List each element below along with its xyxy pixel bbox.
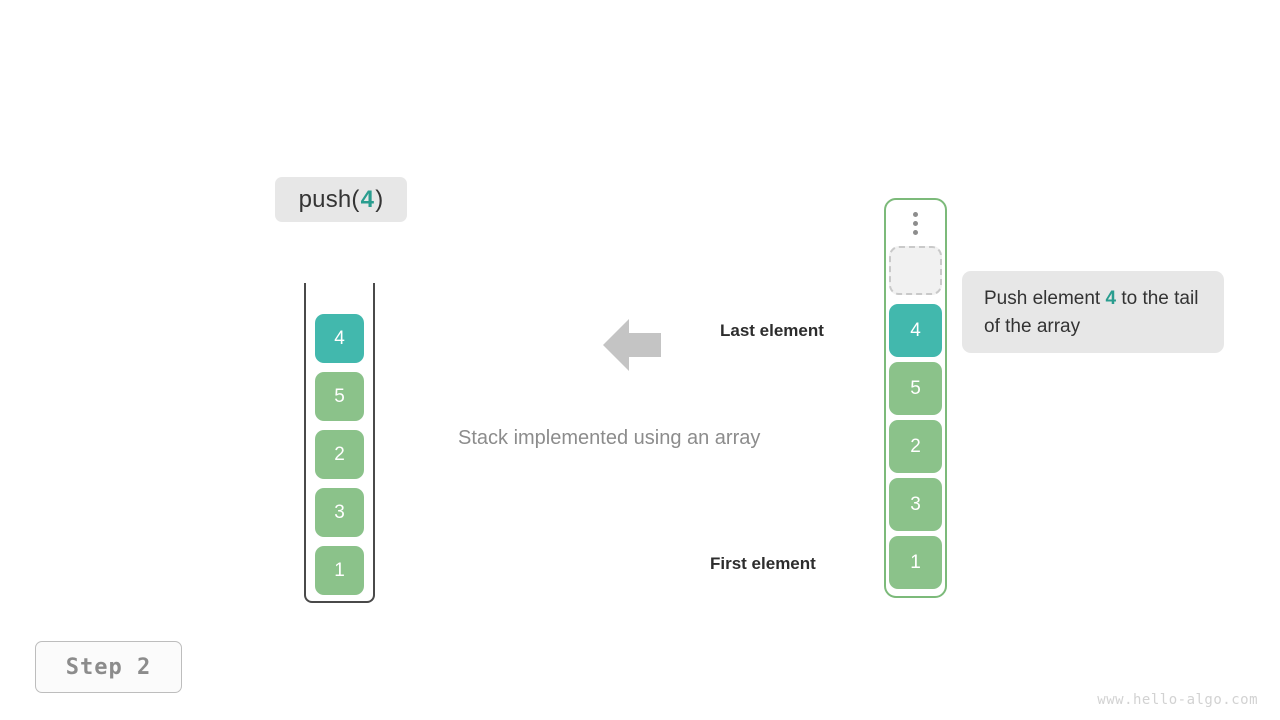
step-badge: Step 2 (35, 641, 182, 693)
stack-container: 4 5 2 3 1 (304, 283, 375, 603)
tooltip-accent-value: 4 (1105, 288, 1117, 309)
tooltip-text-before: Push element (984, 288, 1106, 309)
stack-cell: 2 (315, 430, 364, 479)
ellipsis-dot (913, 212, 918, 217)
ellipsis-dot (913, 230, 918, 235)
arrow-left-icon (603, 317, 661, 373)
annotation-tooltip: Push element 4 to the tail of the array (962, 271, 1224, 353)
array-cell: 3 (889, 478, 942, 531)
array-empty-slot (889, 246, 942, 295)
operation-label-value: 4 (360, 185, 375, 213)
center-caption: Stack implemented using an array (458, 427, 761, 449)
stack-cell: 1 (315, 546, 364, 595)
array-cell: 5 (889, 362, 942, 415)
stack-cell: 3 (315, 488, 364, 537)
tooltip-text-after: to the tail of the array (984, 288, 1199, 337)
operation-label: push(4) (275, 177, 407, 222)
array-cell: 2 (889, 420, 942, 473)
last-element-label: Last element (720, 321, 824, 340)
stack-cell: 5 (315, 372, 364, 421)
vertical-ellipsis-icon (913, 212, 918, 235)
operation-label-prefix: push( (298, 185, 360, 213)
watermark: www.hello-algo.com (1097, 692, 1258, 708)
first-element-label: First element (710, 554, 816, 573)
stack-cell: 4 (315, 314, 364, 363)
array-cell: 1 (889, 536, 942, 589)
array-container: 4 5 2 3 1 (884, 198, 947, 598)
stack-cells: 4 5 2 3 1 (306, 283, 373, 601)
array-cell: 4 (889, 304, 942, 357)
array-cells: 4 5 2 3 1 (889, 304, 942, 589)
operation-label-suffix: ) (375, 185, 384, 213)
ellipsis-dot (913, 221, 918, 226)
